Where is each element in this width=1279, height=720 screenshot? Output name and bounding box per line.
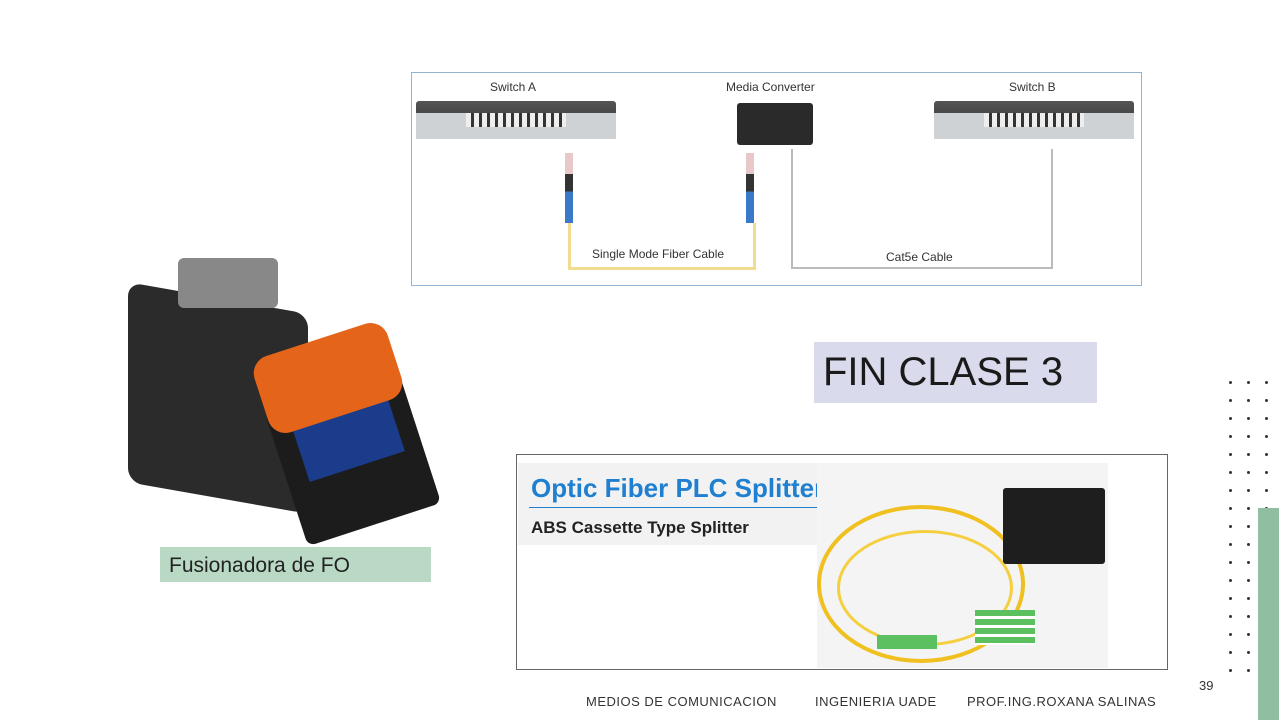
fusion-splicer-image: [118, 248, 442, 547]
dot: [1265, 471, 1268, 474]
dot: [1229, 489, 1232, 492]
cat5e-cable-label: Cat5e Cable: [886, 250, 953, 264]
dot: [1265, 435, 1268, 438]
dot: [1247, 597, 1250, 600]
dot: [1247, 669, 1250, 672]
dot: [1265, 381, 1268, 384]
dot: [1247, 471, 1250, 474]
switch-b-image: [934, 101, 1134, 139]
dot: [1247, 543, 1250, 546]
dot: [1229, 615, 1232, 618]
dot: [1265, 399, 1268, 402]
dot: [1229, 543, 1232, 546]
fiber-cable-label: Single Mode Fiber Cable: [592, 247, 725, 261]
dot: [1247, 579, 1250, 582]
accent-bar: [1258, 508, 1279, 720]
dot: [1265, 489, 1268, 492]
dot: [1229, 669, 1232, 672]
dot: [1247, 453, 1250, 456]
footer-course: MEDIOS DE COMUNICACION: [586, 694, 777, 709]
media-converter-image: [737, 103, 813, 145]
media-converter-label: Media Converter: [726, 80, 815, 94]
dot: [1247, 615, 1250, 618]
dot: [1247, 417, 1250, 420]
dot: [1229, 525, 1232, 528]
dot: [1229, 471, 1232, 474]
fiber-connector-icon: [746, 153, 754, 223]
fiber-cable-line: [568, 223, 756, 270]
splitter-image: Optic Fiber PLC Splitter ABS Cassette Ty…: [516, 454, 1168, 670]
splitter-subtitle: ABS Cassette Type Splitter: [531, 518, 749, 537]
dot: [1229, 579, 1232, 582]
dot: [1229, 453, 1232, 456]
switch-b-label: Switch B: [1009, 80, 1056, 94]
footer-professor: PROF.ING.ROXANA SALINAS: [967, 694, 1157, 709]
switch-a-image: [416, 101, 616, 139]
dot: [1229, 651, 1232, 654]
dot: [1229, 597, 1232, 600]
fiber-connector-icon: [565, 153, 573, 223]
dot: [1247, 561, 1250, 564]
dot: [1247, 435, 1250, 438]
footer-school: INGENIERIA UADE: [815, 694, 937, 709]
dot: [1229, 435, 1232, 438]
dot: [1229, 399, 1232, 402]
dot: [1247, 525, 1250, 528]
dot: [1247, 489, 1250, 492]
dot: [1229, 507, 1232, 510]
dot: [1247, 651, 1250, 654]
dot: [1229, 561, 1232, 564]
dot: [1229, 417, 1232, 420]
slide-title: FIN CLASE 3: [814, 342, 1097, 403]
dot: [1247, 399, 1250, 402]
dot: [1229, 633, 1232, 636]
splitter-title: Optic Fiber PLC Splitter: [531, 473, 825, 503]
dot: [1265, 453, 1268, 456]
dot: [1247, 633, 1250, 636]
network-diagram: Switch A Media Converter Switch B Single…: [411, 72, 1142, 286]
dot: [1229, 381, 1232, 384]
dot: [1247, 507, 1250, 510]
page-number: 39: [1199, 678, 1214, 693]
dot: [1247, 381, 1250, 384]
dot: [1265, 417, 1268, 420]
cat5e-cable-line: [791, 149, 1053, 269]
fusion-caption: Fusionadora de FO: [160, 547, 431, 582]
switch-a-label: Switch A: [490, 80, 537, 94]
